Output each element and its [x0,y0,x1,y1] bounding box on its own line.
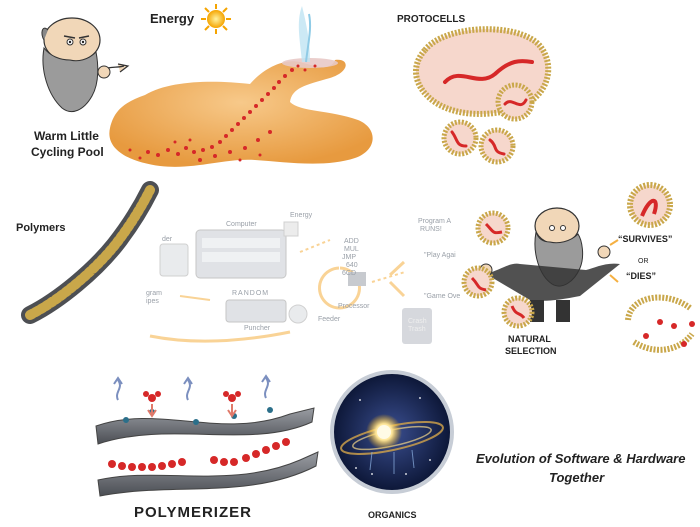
polymerizer-arrows [113,374,271,418]
selection-protocells [461,182,673,329]
organics-label: ORGANICS [368,510,417,520]
darwin-figure-natural-selection [479,207,620,322]
protocell-small-1 [495,82,535,122]
puncher-label: Puncher [244,325,271,332]
processor-label: Processor [338,303,370,310]
program-runs-line2: RUNS! [420,226,442,233]
game-over-label: "Game Ove [424,293,461,300]
polymerizer-label: POLYMERIZER [134,504,252,521]
or-label: OR [638,258,649,265]
program-runs-line1: Program A [418,218,452,225]
warm-pool [109,6,373,167]
polymerizer-slabs [95,374,319,497]
protocells-label: PROTOCELLS [397,14,466,25]
darwin-figure-top [41,17,130,112]
burst-protocell [625,294,695,353]
computer-label: Computer [226,221,257,228]
program-label-line2: ipes [146,298,159,305]
crash-trash-line2: Trash [408,326,426,333]
evolution-title-line2: Together [549,470,605,485]
computer-energy-label: Energy [290,212,313,219]
instruction-6cd: 6CD [342,270,357,277]
protocell-small-2 [441,119,479,157]
pool-label-line1: Warm Little [34,129,99,143]
dies-label: “DIES” [626,271,657,281]
organics-cosmos [330,370,454,494]
natural-selection-label-line1: NATURAL [508,334,551,344]
crash-trash-line1: Crash [408,318,427,325]
polymer-strand [21,181,159,324]
energy-label: Energy [150,11,195,26]
evolution-title-line1: Evolution of Software & Hardware [476,451,686,466]
play-again-label: "Play Agai [424,252,456,259]
instruction-add: ADD [344,238,359,245]
instruction-jmp: JMP [342,254,356,261]
protocell-small-3 [478,127,516,165]
polymers-label: Polymers [16,222,66,234]
random-label: RANDOM [232,290,270,297]
feeder-left-label: der [162,236,173,243]
pool-label-line2: Cycling Pool [31,145,104,159]
computer-diagram [149,221,432,344]
instruction-640: 640 [346,262,358,269]
program-label-line1: gram [146,290,162,297]
sun-icon [201,4,231,34]
survives-label: “SURVIVES” [618,234,673,244]
natural-selection-label-line2: SELECTION [505,346,557,356]
feeder-label: Feeder [318,316,341,323]
pool-molecules [128,64,317,162]
instruction-mul: MUL [344,246,359,253]
